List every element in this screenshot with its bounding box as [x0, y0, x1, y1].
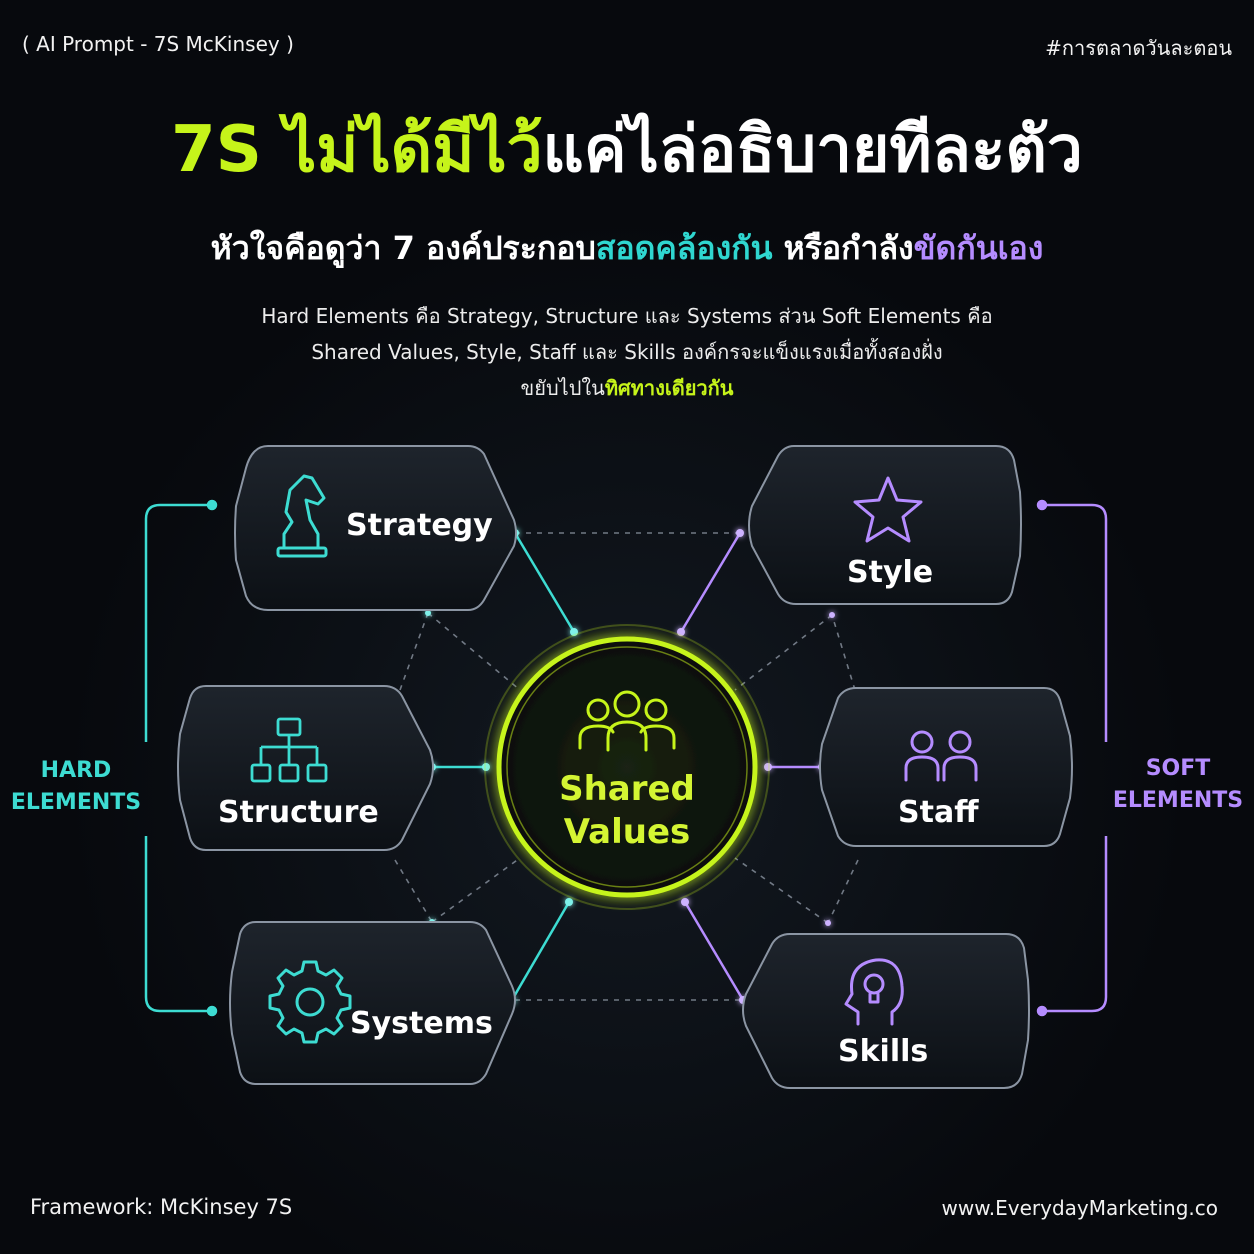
description-line-2: Shared Values, Style, Staff และ Skills อ… [311, 340, 943, 364]
soft-elements-line-2: ELEMENTS [1112, 788, 1244, 813]
star-icon [853, 476, 923, 543]
subtitle-conflict: ขัดกันเอง [913, 229, 1044, 267]
soft-elements-bracket [1036, 499, 1108, 1017]
description-line-3: ขยับไปในทิศทางเดียวกัน [127, 370, 1127, 406]
node-skills [742, 933, 1030, 1089]
hard-connectors [432, 532, 576, 1001]
hard-elements-line-1: HARD [40, 758, 112, 783]
hard-elements-line-2: ELEMENTS [10, 790, 142, 815]
hashtag: #การตลาดวันละตอน [1045, 36, 1232, 60]
subtitle-part1: หัวใจคือดูว่า 7 องค์ประกอบ [210, 229, 596, 267]
shared-values-label: Shared Values [527, 768, 727, 854]
staff-label: Staff [898, 795, 979, 830]
prompt-tag: ( AI Prompt - 7S McKinsey ) [22, 32, 294, 56]
subtitle: หัวใจคือดูว่า 7 องค์ประกอบสอดคล้องกัน หร… [0, 226, 1254, 270]
gear-icon [268, 960, 352, 1044]
structure-label: Structure [218, 795, 379, 830]
systems-label: Systems [350, 1006, 493, 1041]
description-line-1: Hard Elements คือ Strategy, Structure แล… [261, 304, 993, 328]
framework-credit: Framework: McKinsey 7S [30, 1195, 293, 1219]
node-staff [819, 687, 1073, 847]
strategy-label: Strategy [346, 508, 493, 543]
node-strategy [234, 445, 517, 611]
node-structure [177, 685, 434, 851]
description-line-3-prefix: ขยับไปใน [520, 376, 605, 400]
style-label: Style [847, 555, 934, 590]
website-link[interactable]: www.EverydayMarketing.co [941, 1196, 1218, 1220]
subtitle-part3: หรือกำลัง [772, 229, 914, 267]
description: Hard Elements คือ Strategy, Structure แล… [127, 298, 1127, 406]
main-title: 7S ไม่ได้มีไว้แค่ไล่อธิบายทีละตัว [0, 112, 1254, 188]
soft-elements-line-1: SOFT [1145, 756, 1211, 781]
hard-elements-bracket [144, 499, 218, 1017]
shared-values-line-2: Values [563, 812, 691, 852]
people-group-icon [578, 690, 676, 752]
shared-values-node [484, 624, 770, 910]
shared-values-line-1: Shared [559, 769, 695, 809]
org-chart-icon [250, 717, 328, 783]
skills-label: Skills [838, 1034, 929, 1069]
soft-elements-label: SOFT ELEMENTS [1108, 753, 1248, 817]
title-highlight: 7S ไม่ได้มีไว้ [171, 113, 543, 187]
hard-elements-label: HARD ELEMENTS [6, 755, 146, 819]
chess-knight-icon [276, 474, 328, 558]
dashed-links [394, 532, 859, 1001]
subtitle-aligned: สอดคล้องกัน [595, 229, 773, 267]
node-systems [229, 921, 516, 1085]
two-people-icon [904, 730, 978, 782]
head-lightbulb-icon [844, 958, 904, 1026]
soft-connectors [679, 532, 822, 1001]
node-style [748, 445, 1022, 605]
title-rest: แค่ไล่อธิบายทีละตัว [542, 113, 1083, 187]
description-highlight: ทิศทางเดียวกัน [604, 376, 734, 400]
